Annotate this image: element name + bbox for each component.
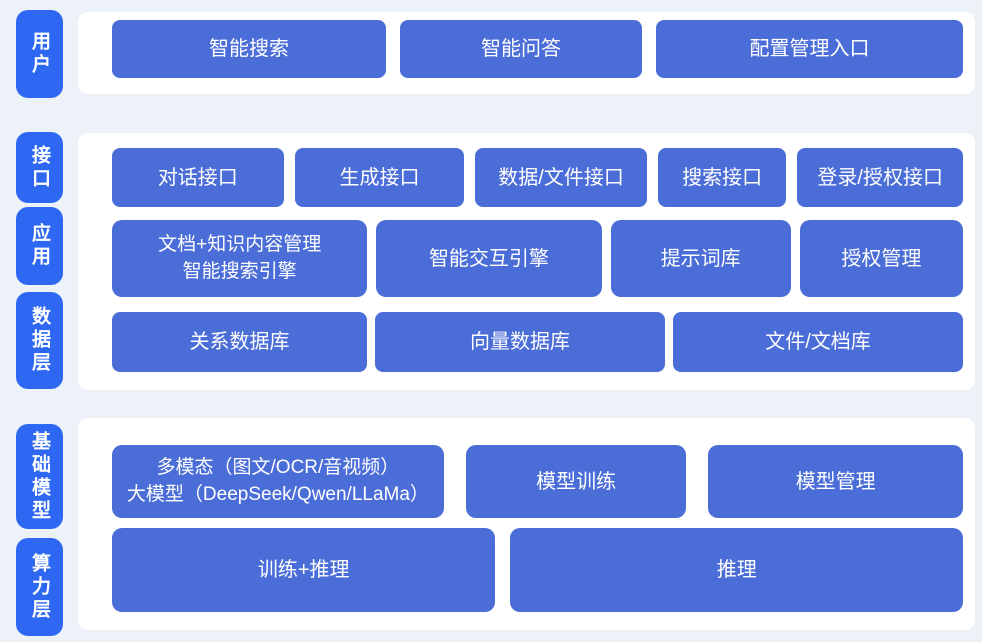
node-authorization-management[interactable]: 授权管理 (799, 220, 963, 297)
node-label-line1: 文档+知识内容管理 (158, 233, 322, 255)
panel-bottom-layers: 多模态（图文/OCR/音视频） 大模型（DeepSeek/Qwen/LLaMa）… (78, 418, 975, 630)
layer-label-interface: 接口 (16, 132, 63, 203)
row-compute: 训练+推理 推理 (112, 528, 963, 612)
node-model-training[interactable]: 模型训练 (465, 445, 687, 518)
panel-middle-layers: 对话接口 生成接口 数据/文件接口 搜索接口 登录/授权接口 文档+知识内容管理… (78, 133, 975, 390)
node-smart-search[interactable]: 智能搜索 (112, 20, 386, 78)
node-data-file-api[interactable]: 数据/文件接口 (475, 148, 647, 207)
node-training-plus-inference[interactable]: 训练+推理 (112, 528, 496, 612)
panel-user-layer: 智能搜索 智能问答 配置管理入口 (78, 12, 975, 94)
node-prompt-library[interactable]: 提示词库 (610, 220, 791, 297)
node-smart-qa[interactable]: 智能问答 (400, 20, 642, 78)
node-label-line2: 大模型（DeepSeek/Qwen/LLaMa） (126, 483, 429, 505)
node-relational-database[interactable]: 关系数据库 (112, 312, 367, 372)
node-vector-database[interactable]: 向量数据库 (375, 312, 665, 372)
layer-label-data: 数据层 (16, 292, 63, 389)
node-config-management-entry[interactable]: 配置管理入口 (656, 20, 963, 78)
node-label-line2: 智能搜索引擎 (182, 260, 297, 282)
node-model-management[interactable]: 模型管理 (708, 445, 963, 518)
row-application: 文档+知识内容管理 智能搜索引擎 智能交互引擎 提示词库 授权管理 (112, 220, 963, 297)
row-data: 关系数据库 向量数据库 文件/文档库 (112, 312, 963, 372)
node-inference[interactable]: 推理 (510, 528, 963, 612)
row-foundation-model: 多模态（图文/OCR/音视频） 大模型（DeepSeek/Qwen/LLaMa）… (112, 445, 963, 518)
node-file-document-store[interactable]: 文件/文档库 (673, 312, 963, 372)
layer-label-foundation-model: 基础模型 (16, 424, 63, 529)
node-interactive-engine[interactable]: 智能交互引擎 (376, 220, 602, 297)
layer-label-user: 用户 (16, 10, 63, 98)
row-user: 智能搜索 智能问答 配置管理入口 (112, 20, 963, 78)
node-login-auth-api[interactable]: 登录/授权接口 (797, 148, 963, 207)
layer-label-application: 应用 (16, 207, 63, 285)
node-label-line1: 多模态（图文/OCR/音视频） (156, 456, 400, 478)
node-generation-api[interactable]: 生成接口 (294, 148, 465, 207)
node-doc-knowledge-search-engine[interactable]: 文档+知识内容管理 智能搜索引擎 (112, 220, 368, 297)
layer-label-compute: 算力层 (16, 538, 63, 636)
row-interface: 对话接口 生成接口 数据/文件接口 搜索接口 登录/授权接口 (112, 148, 963, 207)
node-multimodal-llm[interactable]: 多模态（图文/OCR/音视频） 大模型（DeepSeek/Qwen/LLaMa） (112, 445, 444, 518)
node-dialog-api[interactable]: 对话接口 (112, 148, 284, 207)
node-search-api[interactable]: 搜索接口 (657, 148, 787, 207)
